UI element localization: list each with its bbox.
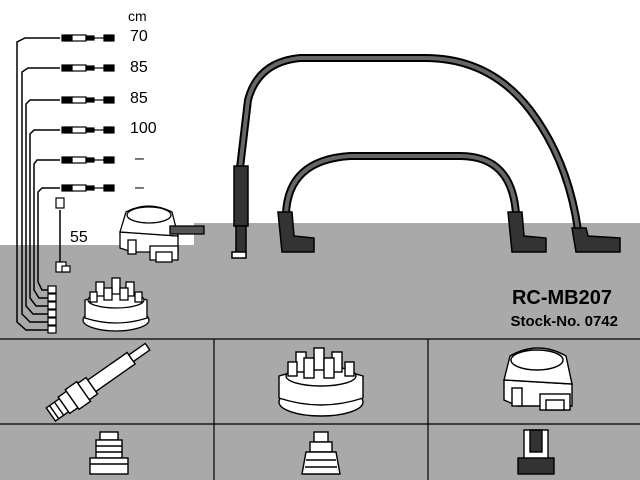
- distributor-cap-small: [82, 277, 150, 332]
- lead-length-2: 85: [130, 59, 148, 76]
- lead-length-3: 85: [130, 90, 148, 107]
- ignition-coil-icon: [503, 347, 573, 411]
- ignition-leads: [236, 54, 582, 234]
- lead-bundle: [16, 37, 61, 331]
- lead-terminals: [47, 34, 115, 334]
- ignition-coil-top: [119, 205, 205, 263]
- wire-boots: [231, 165, 621, 259]
- lead-length-4: 100: [130, 120, 157, 137]
- distributor-cap-icon: [278, 347, 364, 417]
- lead-length-7: 55: [70, 229, 88, 246]
- length-unit-label: cm: [128, 8, 147, 24]
- product-model: RC-MB207: [511, 287, 612, 309]
- lead-length-5: –: [135, 150, 144, 167]
- component-grid: [0, 338, 640, 480]
- stock-number: Stock-No. 0742: [510, 313, 618, 330]
- plug-connector-icon: [89, 431, 129, 475]
- spark-plug-icon: [45, 342, 151, 422]
- lead-length-6: –: [135, 179, 144, 196]
- lead-length-1: 70: [130, 28, 148, 45]
- distributor-connector-icon: [301, 431, 341, 475]
- coil-connector-icon: [517, 429, 555, 475]
